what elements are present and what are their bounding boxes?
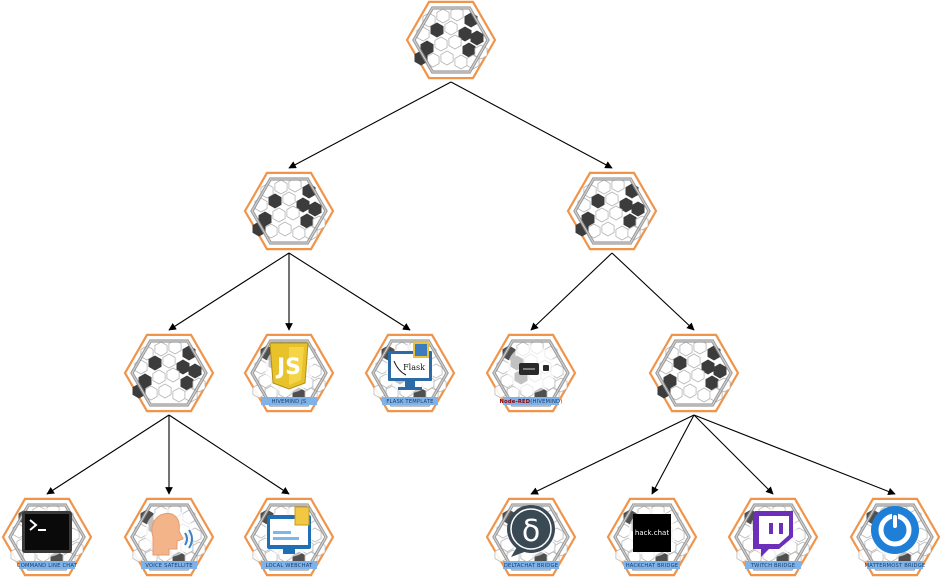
node-local-webchat: LOCAL WEBCHAT [243,497,335,577]
node-label: Node-RED(HIVEMIND) [500,399,563,405]
edges [46,81,896,496]
edge-local-hub-to-local-webchat [168,414,290,495]
edge-bridges-hub-to-twitch-bridge [693,414,774,495]
node-hivemind-js: JS HIVEMIND JS [243,333,335,413]
node-label: COMMAND LINE CHAT [17,563,78,569]
edge-right-hub-to-node-red [530,252,613,331]
node-right-hub [566,171,658,251]
svg-text:Flask: Flask [403,363,425,372]
node-red-logo [519,363,549,375]
edge-left-hub-to-local-hub [168,252,290,331]
node-label: LOCAL WEBCHAT [266,563,313,569]
node-local-hub [123,333,215,413]
hex-pattern-icon [252,177,326,241]
edge-bridges-hub-to-mattermost-bridge [693,414,896,496]
node-label: TWITCH BRIDGE [750,563,795,569]
edge-bridges-hub-to-deltachat-bridge [530,414,695,495]
javascript-logo: JS [269,342,309,390]
node-node-red: Node-RED(HIVEMIND) [485,333,577,413]
deltachat-logo: δ [507,505,555,557]
twitch-logo [753,511,793,557]
node-left-hub [243,171,335,251]
node-label: HACKCHAT BRIDGE [626,563,679,569]
svg-text:δ: δ [522,514,540,549]
node-twitch-bridge: TWITCH BRIDGE [727,497,819,577]
hackchat-logo: hack.chat [633,514,671,552]
node-mattermost-bridge: MATTERMOST BRIDGE [849,497,941,577]
edge-bridges-hub-to-hackchat-bridge [651,414,695,495]
node-label: VOICE SATELLITE [145,563,192,569]
node-voice-satellite: VOICE SATELLITE [123,497,215,577]
node-root [405,0,497,80]
voice-head-icon [151,513,193,556]
node-label: DELTACHAT BRIDGE [504,563,558,569]
terminal-icon [22,511,72,553]
node-label: FLASK TEMPLATE [386,399,433,405]
node-cli-chat: COMMAND LINE CHAT [1,497,93,577]
edge-root-to-right-hub [450,81,613,169]
node-bridges-hub [648,333,740,413]
hackchat-logo-text: hack.chat [635,529,669,537]
svg-text:JS: JS [275,355,301,380]
mattermost-logo [871,506,919,554]
edge-local-hub-to-cli-chat [46,414,170,495]
edge-root-to-left-hub [288,81,452,169]
edge-right-hub-to-bridges-hub [611,252,695,331]
browser-window-icon [267,506,311,554]
node-label: HIVEMIND JS [272,399,307,405]
flask-logo: Flask [388,342,432,390]
node-label: MATTERMOST BRIDGE [865,563,926,569]
edge-left-hub-to-flask-template [288,252,411,331]
